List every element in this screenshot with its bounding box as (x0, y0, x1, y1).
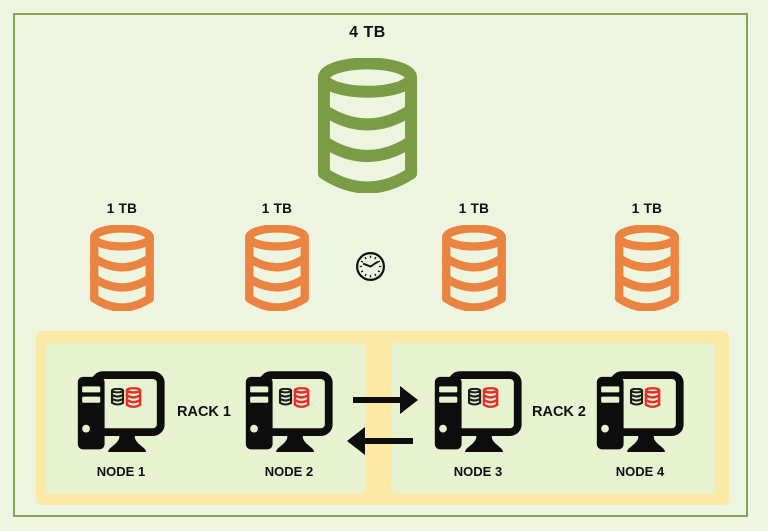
database-icon-black (630, 388, 643, 405)
node-4-label: NODE 4 (615, 464, 665, 479)
disk-3: 1 TB (429, 201, 519, 311)
database-icon-black (468, 388, 481, 405)
database-icon (436, 225, 512, 311)
node-3-label: NODE 3 (453, 464, 503, 479)
node-2-label: NODE 2 (264, 464, 314, 479)
disk-4: 1 TB (602, 201, 692, 311)
node-1: NODE 1 (63, 363, 179, 479)
database-icon (84, 225, 160, 311)
database-icon-red (645, 388, 660, 407)
database-icon-red (294, 388, 309, 407)
computer-icon (69, 363, 173, 458)
rack-2: NODE 3 RACK 2 NODE 4 (392, 343, 715, 494)
database-icon (312, 58, 423, 193)
database-icon (239, 225, 315, 311)
page-border (13, 13, 748, 517)
disk-4-label: 1 TB (631, 201, 663, 216)
database-icon-black (111, 388, 124, 405)
rack-1: NODE 1 RACK 1 NODE 2 (46, 343, 366, 494)
arrow-left-icon (347, 427, 413, 455)
node-2: NODE 2 (231, 363, 347, 479)
node-1-label: NODE 1 (96, 464, 146, 479)
disk-1: 1 TB (77, 201, 167, 311)
node-4: NODE 4 (582, 363, 698, 479)
rack-2-label: RACK 2 (532, 404, 586, 420)
computer-icon (237, 363, 341, 458)
database-icon-black (279, 388, 292, 405)
computer-icon (426, 363, 530, 458)
disk-2: 1 TB (232, 201, 322, 311)
arrow-right-icon (353, 386, 418, 414)
computer-icon (588, 363, 692, 458)
rack-1-label: RACK 1 (177, 404, 231, 420)
disk-2-label: 1 TB (261, 201, 293, 216)
database-icon-red (483, 388, 498, 407)
rack-container: NODE 1 RACK 1 NODE 2 NODE 3 (36, 331, 729, 505)
primary-storage-label: 4 TB (349, 24, 386, 41)
disk-3-label: 1 TB (458, 201, 490, 216)
clock-icon (354, 250, 387, 283)
replication-arrows (347, 386, 418, 455)
node-3: NODE 3 (420, 363, 536, 479)
primary-storage: 4 TB (312, 24, 423, 193)
disk-1-label: 1 TB (106, 201, 138, 216)
database-icon (609, 225, 685, 311)
database-icon-red (126, 388, 141, 407)
